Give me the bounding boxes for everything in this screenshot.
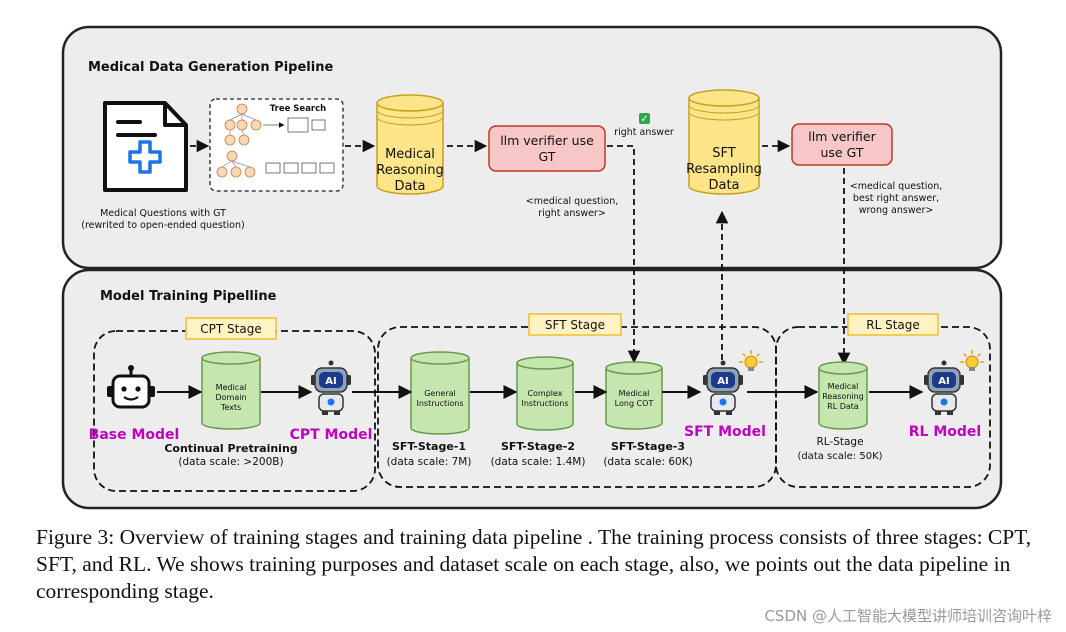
tree-search-label: Tree Search: [270, 104, 326, 114]
mrd-line2: Reasoning: [376, 163, 443, 178]
training-pipeline-title: Model Training Pipelline: [100, 289, 277, 304]
rl-data-line2: Reasoning: [822, 392, 864, 401]
medical-reasoning-data-cylinder: [376, 94, 444, 195]
verifier1-line1: llm verifier use: [500, 133, 594, 148]
sft1-data-line2: Instructions: [417, 399, 464, 408]
data-pipeline-arrows: [190, 139, 851, 366]
sft-stage-label: SFT Stage: [545, 318, 605, 332]
verifier2-output-line1: <medical question,: [850, 181, 943, 192]
rl-stage-label: RL Stage: [866, 318, 920, 332]
srd-line2: Resampling: [686, 162, 762, 177]
rl-model-label: RL Model: [909, 424, 981, 440]
verifier2-output-line3: wrong answer>: [859, 205, 934, 216]
verifier1-output-line1: <medical question,: [526, 196, 619, 207]
sft2-data-line1: Complex: [527, 389, 562, 398]
rl-ai-robot-icon-badge: AI: [938, 376, 949, 387]
sft2-desc-line2: (data scale: 1.4M): [491, 456, 586, 468]
cpt-stage-label: CPT Stage: [200, 322, 261, 336]
sft-ai-robot-icon: AI: [703, 360, 743, 415]
rl-desc-line2: (data scale: 50K): [797, 451, 882, 462]
checkmark-glyph: ✓: [640, 114, 648, 125]
right-answer-label: right answer: [614, 127, 674, 138]
sft-stage-label-box: [528, 313, 622, 336]
rl-data-line3: RL Data: [827, 402, 859, 411]
llm-verifier-2-box: [791, 123, 893, 166]
cpt-data-line1: Medical: [216, 383, 247, 392]
rl-desc-line1: RL-Stage: [816, 436, 863, 448]
rl-stage-region: [775, 326, 991, 488]
cpt-data-line3: Texts: [220, 403, 241, 412]
sft1-desc-line2: (data scale: 7M): [387, 456, 472, 468]
mrd-line3: Data: [394, 179, 425, 194]
cpt-stage-label-box: [185, 317, 277, 340]
sft-model-label: SFT Model: [684, 424, 766, 440]
sft3-data-line1: Medical: [619, 389, 650, 398]
sft3-data-line2: Long COT: [615, 399, 654, 408]
questions-label-line1: Medical Questions with GT: [100, 208, 226, 219]
verifier1-output-line2: right answer>: [538, 208, 606, 219]
sft2-data-cylinder: [516, 356, 574, 431]
verifier1-line2: GT: [539, 149, 556, 164]
data-pipeline-title: Medical Data Generation Pipeline: [88, 60, 333, 75]
sft2-desc-line1: SFT-Stage-2: [501, 440, 575, 453]
sft1-desc-line1: SFT-Stage-1: [392, 440, 466, 453]
srd-line1: SFT: [712, 146, 736, 161]
cpt-data-cylinder: [201, 351, 261, 430]
sft1-data-cylinder: [410, 351, 470, 435]
cpt-model-label: CPT Model: [290, 427, 373, 443]
questions-label-line2: (rewrited to open-ended question): [81, 220, 244, 231]
sft3-desc-line2: (data scale: 60K): [603, 456, 692, 468]
cpt-desc-line2: (data scale: >200B): [178, 456, 283, 468]
verifier2-line2: use GT: [821, 145, 864, 160]
watermark: CSDN @人工智能大模型讲师培训咨询叶梓: [764, 607, 1052, 625]
medical-document-icon: [103, 101, 188, 192]
cpt-data-line2: Domain: [215, 393, 246, 402]
llm-verifier-1-box: [488, 125, 606, 172]
sft-ai-lightbulb-icon: [739, 350, 763, 371]
base-model-label: Base Model: [89, 427, 180, 443]
sft2-data-line2: Instructions: [522, 399, 569, 408]
rl-data-line1: Medical: [828, 382, 859, 391]
cpt-desc-line1: Continual Pretraining: [164, 442, 297, 455]
tree-search-box: [209, 98, 344, 192]
cpt-ai-robot-icon: AI: [311, 360, 351, 415]
sft-resampling-data-cylinder: [688, 89, 760, 195]
rl-ai-lightbulb-icon: [960, 350, 984, 371]
sft3-desc-line1: SFT-Stage-3: [611, 440, 685, 453]
base-robot-icon: [107, 365, 155, 409]
sft-ai-robot-icon-badge: AI: [717, 376, 728, 387]
sft1-data-line1: General: [424, 389, 456, 398]
mrd-line1: Medical: [385, 147, 435, 162]
cpt-ai-robot-icon-badge: AI: [325, 376, 336, 387]
checkmark-icon: [639, 113, 650, 124]
pipeline-diagram: Medical Data Generation Pipeline Model T…: [61, 25, 1003, 510]
verifier2-line1: llm verifier: [808, 129, 876, 144]
figure-caption: Figure 3: Overview of training stages an…: [36, 525, 1032, 603]
sft3-data-cylinder: [605, 361, 663, 430]
cpt-stage-region: [93, 330, 376, 492]
verifier2-output-line2: best right answer,: [853, 193, 939, 204]
rl-ai-robot-icon: AI: [924, 360, 964, 415]
srd-line3: Data: [708, 178, 739, 193]
rl-data-cylinder: [818, 361, 868, 430]
rl-stage-label-box: [847, 313, 939, 336]
